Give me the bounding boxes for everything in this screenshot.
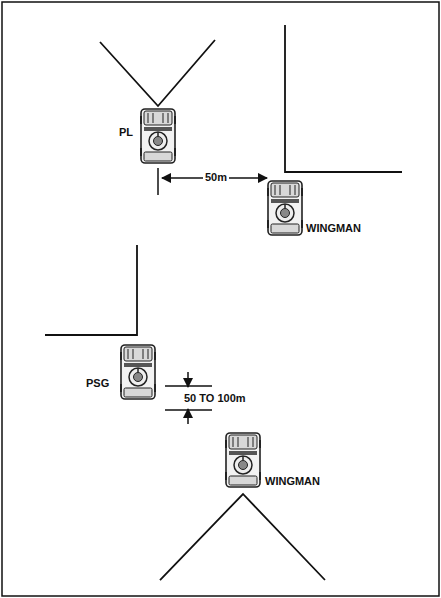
vehicle-label: PL [119,126,133,138]
vehicle-label: PSG [86,377,109,389]
vehicle [120,345,156,399]
vehicle [225,433,261,487]
sector-line [45,245,137,335]
sector-line [160,494,325,580]
dimension-arrow [187,409,189,424]
vehicle-label: WINGMAN [265,475,320,487]
dimension-arrow [187,372,189,387]
vehicle [267,181,303,235]
vehicle-label: WINGMAN [306,222,361,234]
dimension-label: 50 TO 100m [182,392,248,404]
dimension-tick [157,168,159,195]
vehicle [140,109,176,163]
dimension-label: 50m [203,171,229,183]
sector-line [100,40,215,106]
sector-line [285,25,402,172]
